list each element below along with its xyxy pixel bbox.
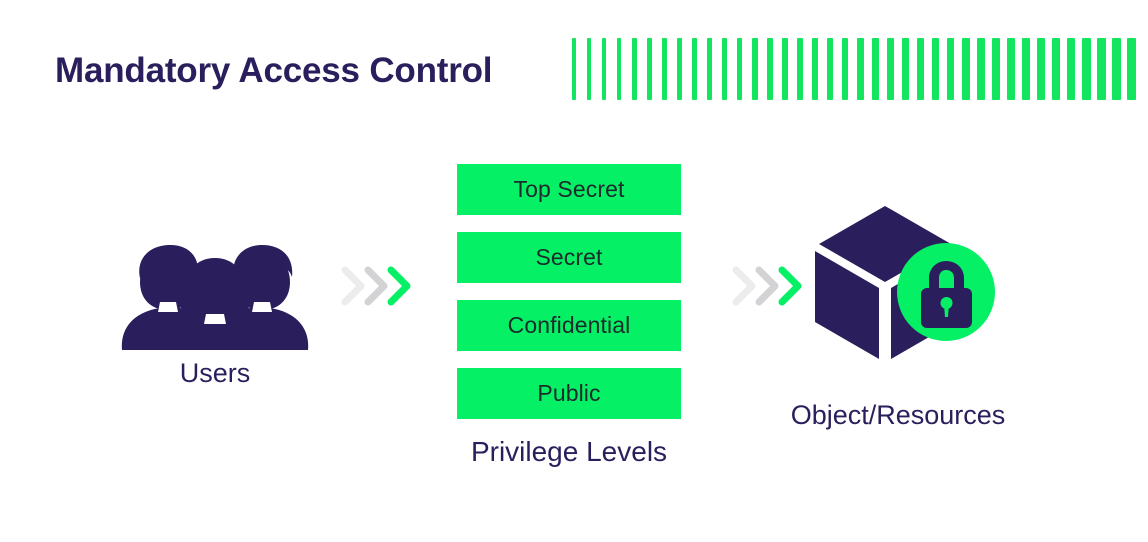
privilege-levels-group: Top Secret Secret Confidential Public Pr…: [457, 164, 681, 467]
green-tick: [992, 38, 1000, 100]
green-tick: [812, 38, 819, 100]
green-tick: [947, 38, 955, 100]
green-tick: [782, 38, 788, 100]
privilege-level-bar[interactable]: Confidential: [457, 300, 681, 351]
object-resources-label: Object/Resources: [790, 400, 1006, 430]
green-tick: [662, 38, 667, 100]
green-tick: [932, 38, 940, 100]
green-tick: [692, 38, 698, 100]
green-tick: [962, 38, 970, 100]
green-tick: [1097, 38, 1106, 100]
flow-arrow-users-to-levels: [340, 258, 420, 314]
page-title: Mandatory Access Control: [55, 51, 493, 90]
green-tick: [722, 38, 728, 100]
users-icon: [112, 232, 318, 350]
flow-arrow-levels-to-object: [731, 258, 811, 314]
green-tick: [602, 38, 607, 100]
green-tick: [737, 38, 743, 100]
green-tick: [887, 38, 894, 100]
chevron-1-icon: [341, 266, 365, 306]
green-tick: [677, 38, 682, 100]
green-tick: [632, 38, 637, 100]
green-tick: [767, 38, 773, 100]
privilege-level-label: Top Secret: [513, 176, 625, 202]
chevron-1-icon: [732, 266, 756, 306]
green-tick: [977, 38, 985, 100]
green-tick: [752, 38, 758, 100]
cube-left-face-icon: [815, 251, 879, 359]
privilege-levels-label: Privilege Levels: [470, 436, 668, 467]
green-tick-strip: [572, 38, 1148, 100]
privilege-level-label: Confidential: [507, 312, 631, 338]
green-tick: [617, 38, 622, 100]
green-tick: [827, 38, 834, 100]
privilege-level-bar[interactable]: Top Secret: [457, 164, 681, 215]
chevron-2-icon: [755, 266, 779, 306]
privilege-level-label: Secret: [535, 244, 603, 270]
object-resources-node: Object/Resources: [768, 204, 1028, 434]
green-tick: [797, 38, 804, 100]
green-tick: [572, 38, 576, 100]
privilege-level-bar[interactable]: Secret: [457, 232, 681, 283]
users-label: Users: [179, 358, 251, 388]
chevron-2-icon: [364, 266, 388, 306]
green-tick: [1022, 38, 1031, 100]
privilege-level-bar[interactable]: Public: [457, 368, 681, 419]
green-tick: [1007, 38, 1015, 100]
green-tick: [917, 38, 925, 100]
chevron-3-icon: [387, 266, 411, 306]
green-tick: [842, 38, 849, 100]
green-tick: [1037, 38, 1046, 100]
cube-with-lock-icon: [813, 204, 998, 359]
green-tick: [647, 38, 652, 100]
green-tick: [902, 38, 909, 100]
users-node: Users: [112, 232, 318, 412]
green-tick: [1112, 38, 1121, 100]
green-tick: [1067, 38, 1076, 100]
green-tick: [1082, 38, 1091, 100]
green-tick: [1052, 38, 1061, 100]
green-tick: [587, 38, 592, 100]
chevron-3-icon: [778, 266, 802, 306]
green-tick: [1127, 38, 1136, 100]
green-tick: [872, 38, 879, 100]
green-tick: [857, 38, 864, 100]
green-tick: [707, 38, 713, 100]
privilege-level-label: Public: [537, 380, 601, 406]
